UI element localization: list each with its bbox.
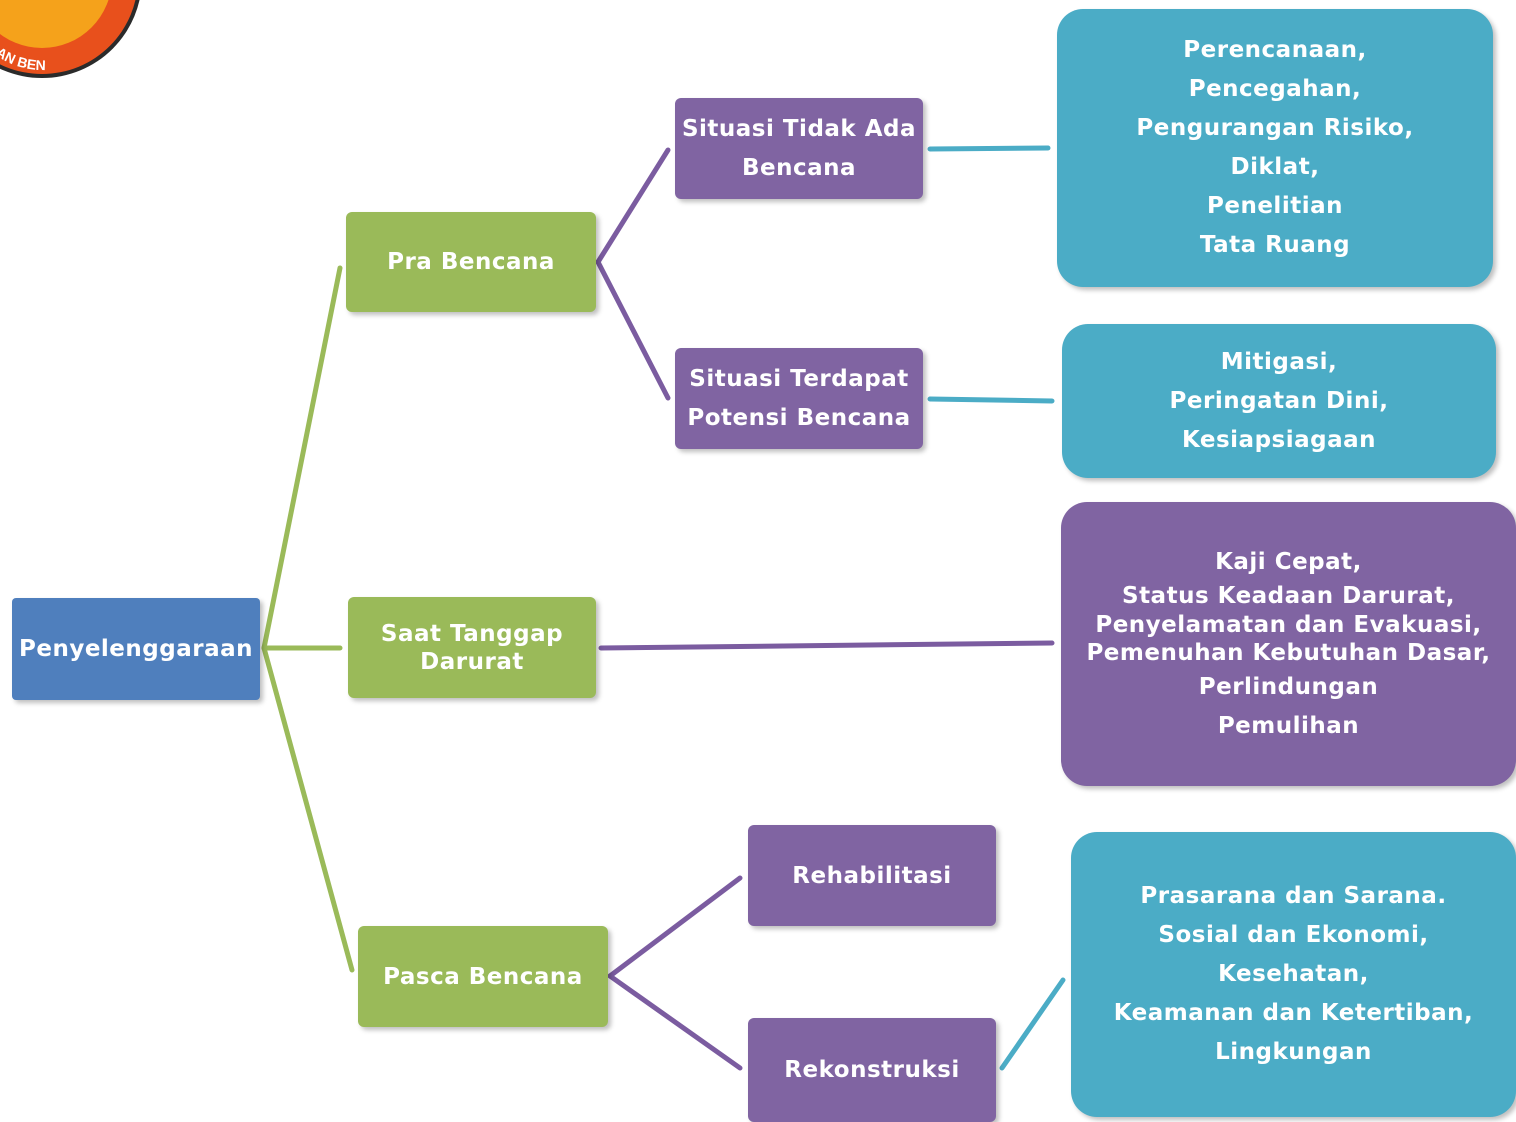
detail-item: Mitigasi, bbox=[1220, 348, 1338, 375]
detail-item: Status Keadaan Darurat, bbox=[1122, 583, 1455, 609]
root-label: Penyelenggaraan bbox=[19, 636, 253, 662]
detail-item: Penyelamatan dan Evakuasi, bbox=[1095, 612, 1482, 638]
terdapat-to-detail-line bbox=[927, 396, 1055, 404]
detail-item: Perlindungan bbox=[1198, 674, 1379, 700]
root-node-penyelenggaraan: Penyelenggaraan bbox=[12, 598, 260, 700]
detail-item: Pengurangan Risiko, bbox=[1136, 115, 1414, 141]
phase-node-pra-bencana: Pra Bencana bbox=[346, 212, 596, 312]
purple-connectors bbox=[595, 147, 1055, 1071]
situation-node-rekonstruksi: Rekonstruksi bbox=[748, 1018, 996, 1122]
phase-label-saat-line2: Darurat bbox=[420, 648, 524, 675]
saat-to-darurat-detail-line bbox=[598, 640, 1055, 651]
pasca-to-rekonstruksi-line bbox=[607, 973, 743, 1071]
teal-connectors bbox=[927, 145, 1066, 1071]
detail-item: Keamanan dan Ketertiban, bbox=[1113, 1000, 1474, 1026]
root-to-pra-line bbox=[261, 265, 343, 651]
green-connectors bbox=[261, 265, 355, 973]
root-to-pasca-line bbox=[261, 645, 355, 973]
situation-label-terdapat-line2: Potensi Bencana bbox=[687, 404, 911, 431]
detail-item: Peringatan Dini, bbox=[1169, 387, 1389, 414]
situation-label-tidak-ada-line2: Bencana bbox=[741, 154, 857, 181]
detail-box-tanggap-darurat: Kaji Cepat, Status Keadaan Darurat, Peny… bbox=[1061, 502, 1516, 786]
situation-node-tidak-ada-bencana: Situasi Tidak Ada Bencana bbox=[675, 98, 923, 199]
situation-label-tidak-ada-line1: Situasi Tidak Ada bbox=[681, 115, 917, 142]
phase-label-pra: Pra Bencana bbox=[387, 249, 555, 275]
detail-box-pasca-bencana: Prasarana dan Sarana. Sosial dan Ekonomi… bbox=[1071, 832, 1516, 1117]
detail-item: Lingkungan bbox=[1215, 1039, 1372, 1065]
rekonstruksi-to-detail-line bbox=[999, 977, 1066, 1071]
situation-label-terdapat-line1: Situasi Terdapat bbox=[689, 365, 909, 392]
tidak-ada-to-detail-line bbox=[927, 145, 1051, 152]
detail-item: Pencegahan, bbox=[1188, 76, 1362, 102]
detail-item: Sosial dan Ekonomi, bbox=[1158, 922, 1429, 948]
detail-item: Tata Ruang bbox=[1199, 232, 1351, 258]
pasca-to-rehabilitasi-line bbox=[607, 875, 743, 979]
phase-node-saat-tanggap-darurat: Saat Tanggap Darurat bbox=[348, 597, 596, 698]
detail-item: Kesehatan, bbox=[1218, 961, 1369, 987]
phase-label-saat-line1: Saat Tanggap bbox=[380, 620, 564, 647]
detail-box-tidak-ada-bencana: Perencanaan, Pencegahan, Pengurangan Ris… bbox=[1057, 9, 1493, 287]
detail-box-terdapat-potensi: Mitigasi, Peringatan Dini, Kesiapsiagaan bbox=[1062, 324, 1496, 478]
detail-item: Kesiapsiagaan bbox=[1181, 426, 1377, 453]
bnpb-logo: NGAN BEN bbox=[0, 0, 140, 78]
detail-item: Diklat, bbox=[1230, 154, 1320, 180]
situation-node-rehabilitasi: Rehabilitasi bbox=[748, 825, 996, 926]
detail-item: Kaji Cepat, bbox=[1215, 549, 1362, 575]
pra-to-terdapat-line bbox=[595, 259, 671, 401]
situation-label-rekonstruksi: Rekonstruksi bbox=[784, 1057, 960, 1083]
pra-to-tidak-ada-line bbox=[595, 147, 671, 265]
detail-item: Pemenuhan Kebutuhan Dasar, bbox=[1086, 640, 1491, 666]
phase-label-pasca: Pasca Bencana bbox=[383, 963, 583, 990]
situation-label-rehabilitasi: Rehabilitasi bbox=[792, 862, 952, 889]
detail-item: Perencanaan, bbox=[1183, 37, 1367, 63]
detail-item: Prasarana dan Sarana. bbox=[1140, 883, 1447, 909]
detail-item: Pemulihan bbox=[1217, 713, 1360, 739]
detail-item: Penelitian bbox=[1207, 193, 1343, 219]
situation-node-terdapat-potensi-bencana: Situasi Terdapat Potensi Bencana bbox=[675, 348, 923, 449]
phase-node-pasca-bencana: Pasca Bencana bbox=[358, 926, 608, 1027]
